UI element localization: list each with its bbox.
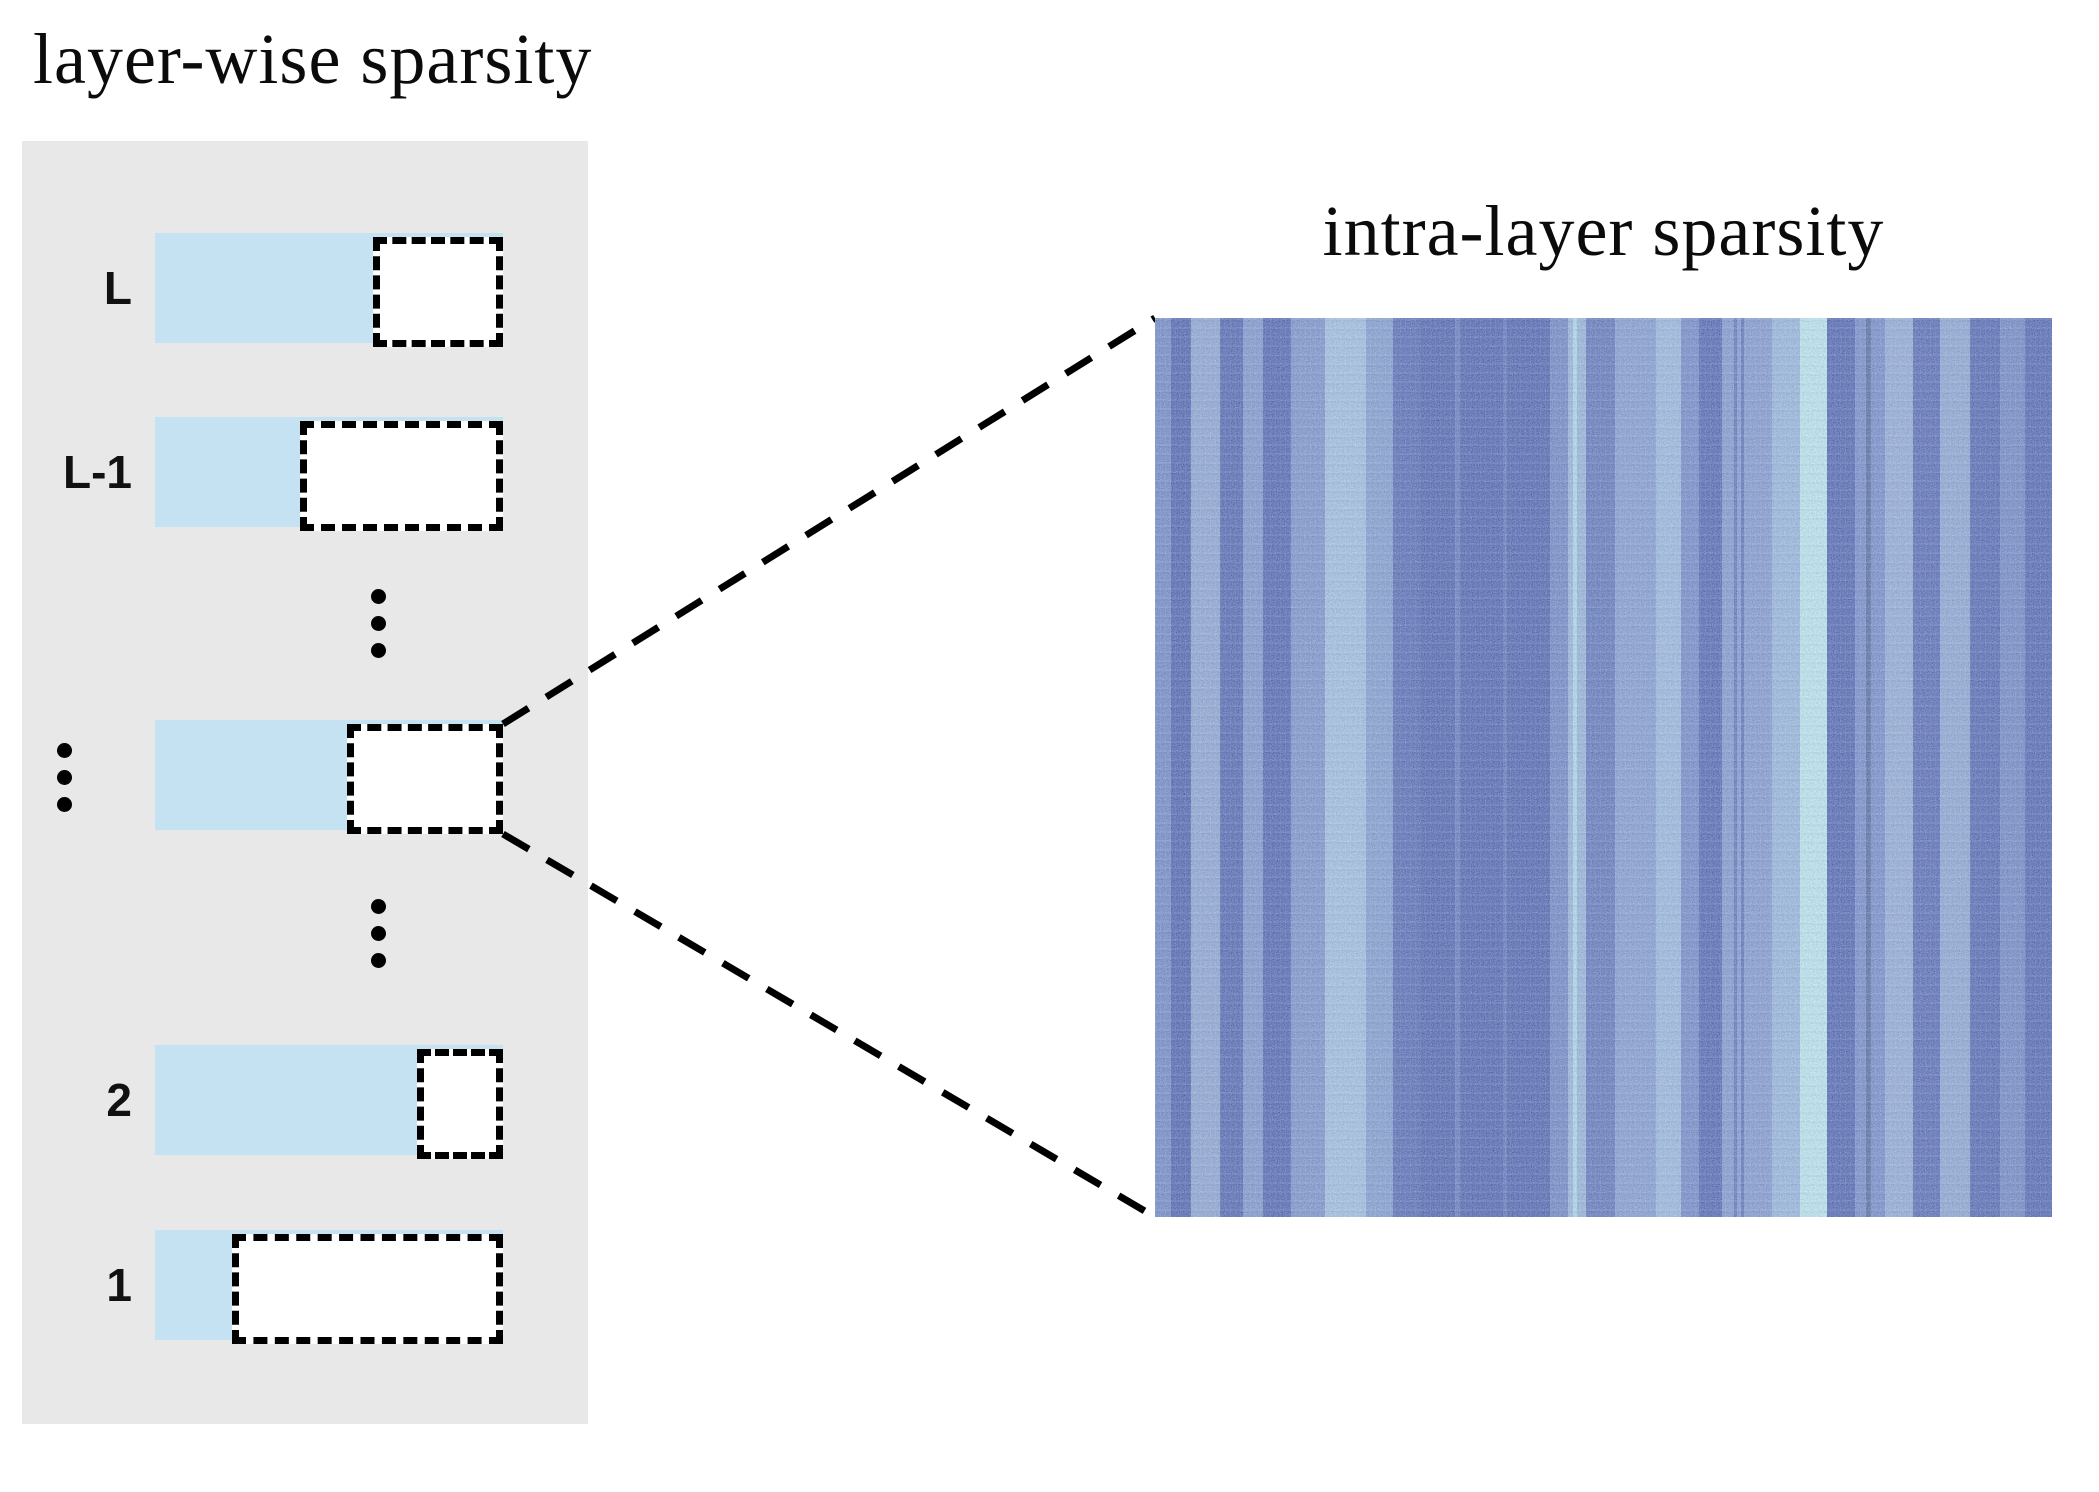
- layerwise-panel: L L-1 2 1: [22, 141, 588, 1424]
- ellipsis-above-middle-bar-dot: [371, 589, 386, 604]
- layer-label-1: 1: [106, 1259, 132, 1311]
- ellipsis-below-middle-bar-dot: [371, 926, 386, 941]
- intralayer-sparsity-title: intra-layer sparsity: [1322, 191, 1885, 271]
- ellipsis-above-middle-bar-dot: [371, 616, 386, 631]
- pruned-region-box-1: [232, 1234, 503, 1344]
- pruned-region-box-L-1: [300, 421, 503, 531]
- layerwise-sparsity-title: layer-wise sparsity: [33, 19, 593, 99]
- layer-label-L: L: [103, 262, 132, 314]
- zoom-connector-line-bottom: [501, 830, 1157, 1221]
- pruned-region-box-middle: [347, 724, 503, 834]
- ellipsis-left-of-middle-bar-dot: [57, 770, 72, 785]
- pruned-region-box-2: [417, 1049, 503, 1159]
- layer-label-L-1: L-1: [63, 446, 132, 498]
- ellipsis-left-of-middle-bar-dot: [57, 797, 72, 812]
- heatmap-grain-texture: [1155, 318, 2052, 1217]
- intralayer-heatmap: [1155, 318, 2052, 1217]
- zoom-connector-line-top: [501, 315, 1157, 727]
- layer-label-2: 2: [106, 1074, 132, 1126]
- ellipsis-below-middle-bar-dot: [371, 953, 386, 968]
- ellipsis-left-of-middle-bar-dot: [57, 743, 72, 758]
- ellipsis-below-middle-bar-dot: [371, 899, 386, 914]
- ellipsis-above-middle-bar-dot: [371, 643, 386, 658]
- pruned-region-box-L: [373, 237, 503, 347]
